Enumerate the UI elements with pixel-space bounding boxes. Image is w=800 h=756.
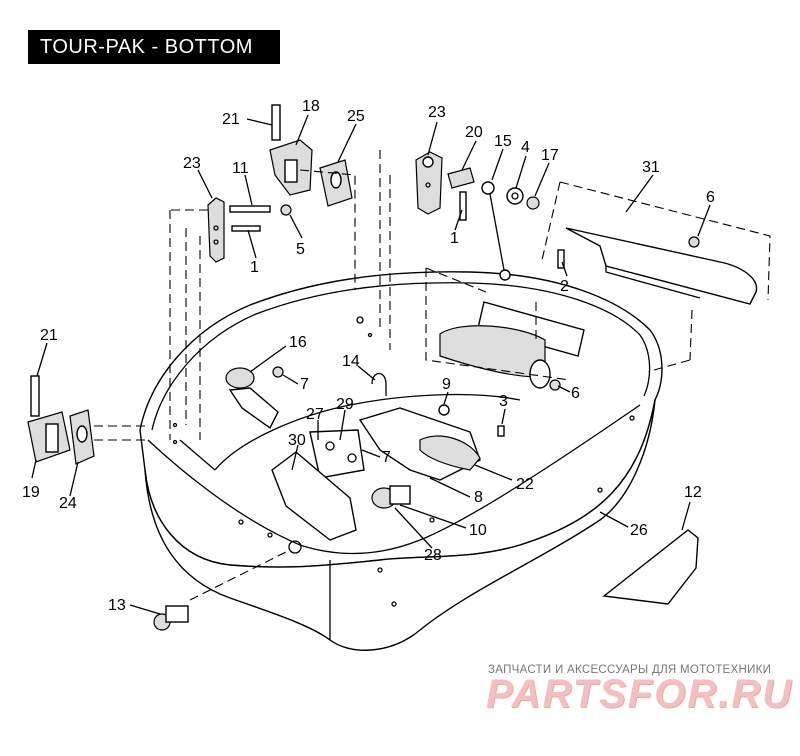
callout-1-right: 1: [450, 230, 459, 247]
callout-18: 18: [302, 98, 320, 115]
part-15-cable: [481, 181, 511, 281]
callout-7-top: 7: [300, 376, 309, 393]
part-21-pin-top: [271, 104, 281, 141]
callout-20: 20: [465, 124, 483, 141]
callout-6-top: 6: [706, 189, 715, 206]
part-13-lock-barrel: [153, 605, 189, 631]
explode-lines: [94, 150, 771, 601]
callout-11: 11: [232, 160, 249, 177]
part-12-gasket: [602, 529, 699, 605]
callout-27: 27: [306, 406, 324, 423]
part-24-bracket-left: [69, 409, 95, 465]
part-28-lock-cylinder: [371, 485, 411, 509]
part-22-lock-housing: [358, 407, 481, 481]
callout-31: 31: [642, 159, 660, 176]
part-2-screw: [557, 249, 565, 269]
leader-lines: [31, 114, 711, 615]
watermark-subtitle: ЗАПЧАСТИ И АКСЕССУАРЫ ДЛЯ МОТОТЕХНИКИ: [488, 664, 772, 676]
callout-8: 8: [474, 489, 483, 506]
callout-5: 5: [296, 241, 305, 258]
callout-3: 3: [499, 393, 508, 410]
callout-1-left: 1: [250, 259, 259, 276]
part-23-plate-right: [415, 151, 443, 215]
callout-16: 16: [289, 334, 307, 351]
callout-30: 30: [288, 432, 306, 449]
part-9-washer: [438, 404, 450, 416]
part-31-strip: [565, 227, 758, 305]
callout-26: 26: [630, 522, 648, 539]
part-14-clip: [371, 372, 387, 396]
part-1-screw-right: [459, 191, 467, 221]
watermark-logo: PARTSFOR.RU: [486, 672, 794, 716]
part-1-screw-left: [231, 225, 261, 232]
part-18-hinge: [269, 139, 313, 196]
callout-22: 22: [516, 476, 534, 493]
part-3-screw: [497, 425, 505, 437]
callout-28: 28: [424, 547, 442, 564]
part-6-nut-right: [549, 379, 561, 391]
callout-24: 24: [59, 495, 77, 512]
callout-4: 4: [521, 139, 530, 156]
callout-14: 14: [342, 353, 360, 370]
callout-19: 19: [22, 484, 40, 501]
callout-6-right: 6: [571, 385, 580, 402]
callout-17: 17: [541, 147, 559, 164]
callout-10: 10: [469, 522, 487, 539]
callout-21-top: 21: [222, 111, 240, 128]
part-19-hinge-left: [27, 411, 71, 463]
part-5-nut: [280, 204, 292, 216]
callout-23-right: 23: [428, 104, 446, 121]
callout-29: 29: [336, 396, 354, 413]
callout-15: 15: [494, 133, 512, 150]
part-25-bracket: [319, 159, 353, 207]
part-4-washer: [506, 187, 524, 205]
callout-labels: 21 18 25 23 20 15 4 17 23 11 31 6 5 1 1 …: [22, 98, 715, 614]
hinge-rail: [439, 301, 585, 389]
callout-23-left: 23: [183, 155, 201, 172]
part-7-nut: [272, 366, 284, 378]
part-17-nut: [526, 196, 540, 210]
part-11-pin: [229, 205, 271, 213]
callout-9: 9: [442, 376, 451, 393]
callout-21-left: 21: [40, 327, 58, 344]
callout-25: 25: [347, 108, 365, 125]
callout-7-mid: 7: [382, 449, 391, 466]
part-23-plate-left: [207, 197, 225, 263]
part-20-cylinder: [447, 167, 475, 189]
part-16-latch: [225, 367, 279, 430]
page-title: TOUR-PAK - BOTTOM: [28, 30, 280, 64]
callout-12: 12: [684, 484, 702, 501]
part-21-pin-left: [30, 375, 40, 417]
part-6-nut-top: [688, 236, 700, 248]
callout-2: 2: [560, 278, 569, 295]
callout-13: 13: [108, 597, 126, 614]
